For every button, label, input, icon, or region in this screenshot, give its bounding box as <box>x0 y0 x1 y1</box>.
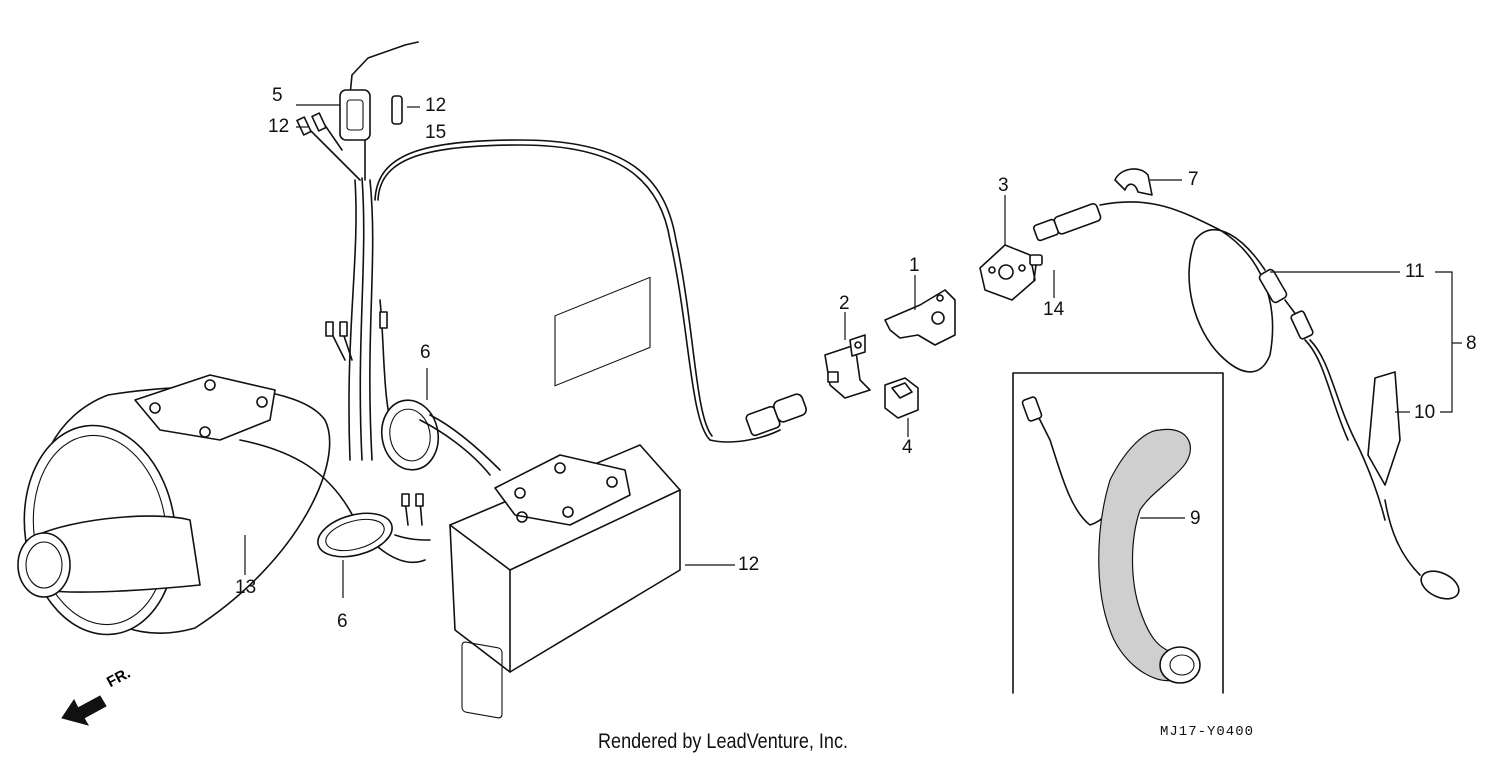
diagram-code: MJ17-Y0400 <box>1160 724 1255 740</box>
callout-10: 10 <box>1414 402 1436 423</box>
callout-7: 7 <box>1188 169 1199 190</box>
front-direction-arrow <box>61 695 107 726</box>
callout-12-fuse: 12 <box>425 95 447 116</box>
callout-4: 4 <box>902 437 913 458</box>
callout-13: 13 <box>235 577 257 598</box>
part-9-inset[interactable] <box>1012 372 1224 694</box>
leader-lines <box>244 104 1462 598</box>
callout-1: 1 <box>909 255 920 276</box>
plate-3[interactable] <box>979 244 1036 301</box>
wire-clamp-upper[interactable] <box>376 396 501 476</box>
callout-11: 11 <box>1405 261 1425 282</box>
sensor-cable-assembly[interactable] <box>1032 201 1463 605</box>
callout-6-lower: 6 <box>337 611 348 632</box>
callout-12-box: 12 <box>738 554 760 575</box>
callout-15: 15 <box>425 122 447 143</box>
bolt-14[interactable] <box>1029 254 1043 281</box>
callout-9: 9 <box>1190 508 1201 529</box>
callout-6-upper: 6 <box>420 342 431 363</box>
wire-clamp-lower[interactable] <box>313 493 431 564</box>
callout-8: 8 <box>1466 333 1477 354</box>
control-unit-box[interactable] <box>449 276 681 719</box>
callout-2: 2 <box>839 293 850 314</box>
callout-5: 5 <box>272 85 283 106</box>
callout-14: 14 <box>1043 299 1065 320</box>
callout-12-connector: 12 <box>268 116 290 137</box>
callout-3: 3 <box>998 175 1009 196</box>
stay-1[interactable] <box>884 289 956 346</box>
bracket-2[interactable] <box>824 334 871 399</box>
clip-7[interactable] <box>1114 168 1153 196</box>
speaker-horn[interactable] <box>11 374 426 644</box>
footer-credit: Rendered by LeadVenture, Inc. <box>598 730 849 753</box>
rubber-block-4[interactable] <box>884 377 919 419</box>
wiring-harness[interactable] <box>296 41 808 461</box>
